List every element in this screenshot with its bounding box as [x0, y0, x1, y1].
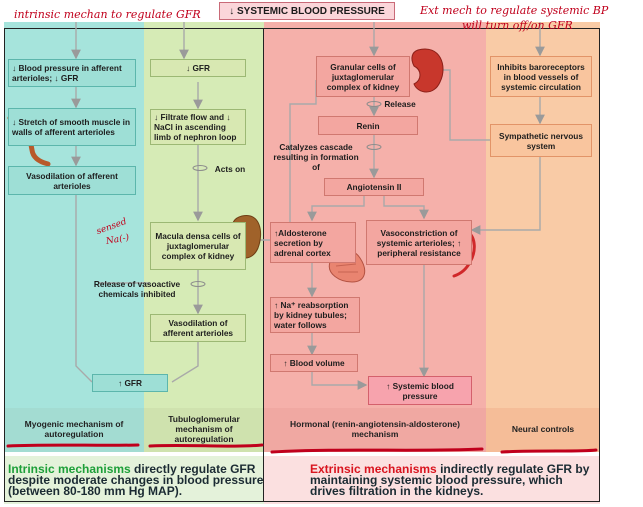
angiotensin-text: Angiotensin II: [346, 182, 402, 192]
vasodilation-afferent-box: Vasodilation of afferent arterioles: [8, 166, 136, 195]
na-reabsorption-box: ↑ Na⁺ reabsorption by kidney tubules; wa…: [270, 297, 360, 333]
stretch-box: ↓ Stretch of smooth muscle in walls of a…: [8, 108, 136, 146]
intrinsic-text: directly regulate GFR despite moderate c…: [8, 462, 264, 498]
sympathetic-box: Sympathetic nervous system: [490, 124, 592, 157]
angiotensin-box: Angiotensin II: [324, 178, 424, 196]
extrinsic-text: indirectly regulate GFR by maintaining s…: [310, 462, 590, 498]
extrinsic-note-line2: will turn off/on GFR: [462, 19, 573, 32]
extrinsic-summary: Extrinsic mechanisms indirectly regulate…: [310, 462, 598, 498]
extrinsic-summary-band: [264, 456, 600, 504]
intrinsic-note: intrinsic mechan to regulate GFR: [14, 8, 201, 21]
intrinsic-outline: [4, 28, 264, 502]
gfr-down-text: ↓ GFR: [186, 63, 210, 73]
vasoconstriction-text: Vasoconstriction of systemic arterioles;…: [376, 227, 462, 258]
neural-label-band: [486, 408, 600, 452]
bp-afferent-box: ↓ Blood pressure in afferent arterioles;…: [8, 59, 136, 87]
bp-afferent-text: ↓ Blood pressure in afferent arterioles;…: [12, 63, 122, 83]
hormonal-label: Hormonal (renin-angiotensin-aldosterone)…: [289, 419, 460, 439]
vasoactive-label: Release of vasoactive chemicals inhibite…: [93, 279, 181, 299]
release-label: Release: [384, 99, 416, 109]
intrinsic-summary: Intrinsic mechanisms directly regulate G…: [8, 462, 264, 498]
renin-text: Renin: [356, 120, 380, 131]
myogenic-label: Myogenic mechanism of autoregulation: [24, 419, 124, 439]
top-title: ↓ SYSTEMIC BLOOD PRESSURE: [219, 2, 395, 20]
extrinsic-outline: [264, 28, 600, 502]
baroreceptors-box: Inhibits baroreceptors in blood vessels …: [490, 56, 592, 97]
gfr-down-box: ↓ GFR: [150, 59, 246, 77]
gfr-up-text: ↑ GFR: [118, 378, 142, 388]
filtrate-text: ↓ Filtrate flow and ↓ NaCl in ascending …: [154, 112, 237, 142]
hormonal-label-band: [264, 408, 486, 452]
macula-densa-text: Macula densa cells of juxtaglomerular co…: [155, 231, 241, 261]
vasodilation-afferent-text-2: Vasodilation of afferent arterioles: [162, 318, 234, 338]
aldosterone-box: ↑Aldosterone secretion by adrenal cortex: [270, 222, 356, 263]
acts-on-label: Acts on: [214, 164, 246, 174]
filtrate-box: ↓ Filtrate flow and ↓ NaCl in ascending …: [150, 109, 246, 145]
tubuloglomerular-label: Tubuloglomerular mechanism of autoregula…: [168, 414, 240, 444]
neural-label: Neural controls: [511, 424, 575, 434]
intrinsic-bold: Intrinsic mechanisms: [8, 462, 131, 476]
kidney-icon-top: [411, 48, 444, 93]
granular-cells-box: Granular cells of juxtaglomerular comple…: [316, 56, 410, 97]
vasodilation-afferent-box-2: Vasodilation of afferent arterioles: [150, 314, 246, 342]
top-title-text: ↓ SYSTEMIC BLOOD PRESSURE: [229, 5, 385, 17]
catalyzes-label: Catalyzes cascade resulting in formation…: [273, 142, 359, 172]
granular-cells-text: Granular cells of juxtaglomerular comple…: [326, 61, 400, 92]
tubuloglomerular-column: [144, 22, 264, 408]
extrinsic-bold: Extrinsic mechanisms: [310, 462, 437, 476]
na-reabsorption-text: ↑ Na⁺ reabsorption by kidney tubules; wa…: [274, 300, 349, 330]
sympathetic-text: Sympathetic nervous system: [499, 130, 583, 151]
systemic-bp-up-box: ↑ Systemic blood pressure: [368, 376, 472, 405]
vasodilation-afferent-text: Vasodilation of afferent arterioles: [26, 170, 118, 191]
systemic-bp-up-text: ↑ Systemic blood pressure: [386, 380, 454, 401]
stretch-text: ↓ Stretch of smooth muscle in walls of a…: [12, 117, 131, 137]
hand-underlines: [6, 443, 598, 454]
blood-volume-box: ↑ Blood volume: [270, 354, 358, 372]
extrinsic-note-line1: Ext mech to regulate systemic BP: [420, 4, 609, 17]
aldosterone-text: ↑Aldosterone secretion by adrenal cortex: [274, 227, 331, 258]
gfr-up-box: ↑ GFR: [92, 374, 168, 392]
renin-box: Renin: [318, 116, 418, 135]
baroreceptors-text: Inhibits baroreceptors in blood vessels …: [497, 61, 585, 92]
macula-densa-box: Macula densa cells of juxtaglomerular co…: [150, 222, 246, 270]
blood-volume-text: ↑ Blood volume: [283, 358, 345, 368]
intrinsic-summary-band: [4, 456, 264, 504]
vasoconstriction-box: Vasoconstriction of systemic arterioles;…: [366, 220, 472, 265]
